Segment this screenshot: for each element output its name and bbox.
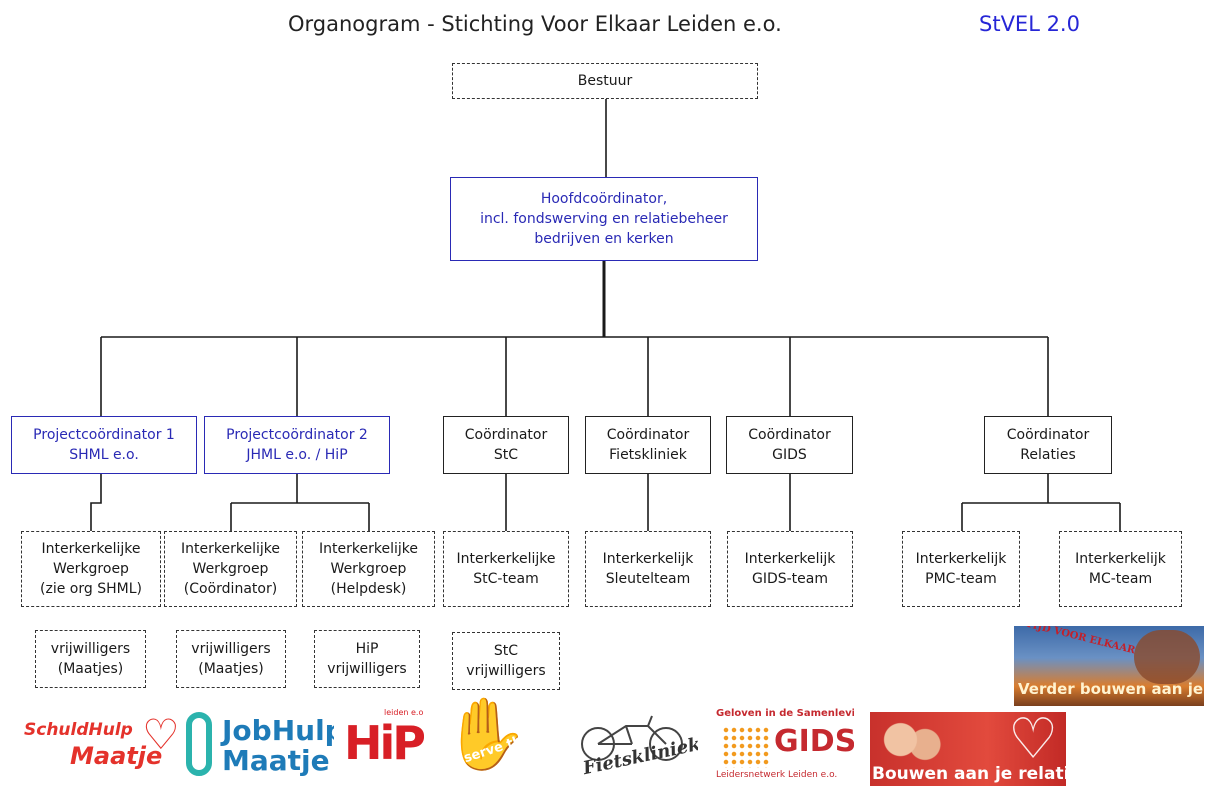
node-label: bedrijven en kerken bbox=[534, 231, 674, 247]
logo-text: Verder bouwen aan je relatie bbox=[1018, 680, 1204, 698]
node-label: StC-team bbox=[473, 571, 539, 587]
logo-text: leiden e.o. bbox=[384, 708, 424, 717]
node-label: incl. fondswerving en relatiebeheer bbox=[480, 211, 728, 227]
node-label: (Coördinator) bbox=[183, 581, 278, 597]
node-label: GIDS-team bbox=[751, 571, 828, 587]
node-label: Coördinator bbox=[748, 427, 831, 443]
logo-text: SchuldHulp bbox=[24, 720, 133, 740]
dots-icon bbox=[722, 726, 770, 768]
logo-text: Maatje bbox=[70, 742, 163, 770]
node-label: Sleutelteam bbox=[605, 571, 691, 587]
version-label: StVEL 2.0 bbox=[979, 12, 1080, 36]
node-mc-team: Interkerkelijk MC-team bbox=[1059, 531, 1182, 607]
node-label: Interkerkelijk bbox=[744, 551, 836, 567]
couple-photo bbox=[1134, 630, 1200, 684]
schuldhulpmaatje-logo: ♡ SchuldHulp Maatje bbox=[20, 712, 190, 776]
node-label: Bestuur bbox=[577, 73, 633, 89]
node-label: Projectcoördinator 1 bbox=[33, 427, 175, 443]
node-label: PMC-team bbox=[925, 571, 997, 587]
node-coordinator-relaties: Coördinator Relaties bbox=[984, 416, 1112, 474]
node-label: SHML e.o. bbox=[69, 447, 139, 463]
node-label: vrijwilligers bbox=[191, 641, 271, 657]
node-coordinator-fietskliniek: Coördinator Fietskliniek bbox=[585, 416, 711, 474]
paperclip-icon bbox=[186, 712, 212, 776]
node-label: GIDS bbox=[772, 447, 807, 463]
node-label: (Helpdesk) bbox=[330, 581, 407, 597]
heart-icon: ♡ bbox=[1008, 712, 1059, 772]
node-label: (zie org SHML) bbox=[40, 581, 142, 597]
node-label: (Maatjes) bbox=[57, 661, 124, 677]
gids-logo: Geloven in de Samenleving GIDS Leidersne… bbox=[714, 708, 854, 784]
bouwen-aan-je-relatie-logo: ♡ Bouwen aan je relatie bbox=[870, 712, 1066, 786]
node-label: Werkgroep bbox=[53, 561, 129, 577]
node-coordinator-stc: Coördinator StC bbox=[443, 416, 569, 474]
hand-icon: ✋ bbox=[442, 693, 526, 775]
node-label: (Maatjes) bbox=[198, 661, 264, 677]
tijd-voor-elkaar-logo: TIJD VOOR ELKAAR Verder bouwen aan je re… bbox=[1014, 626, 1204, 706]
node-label: JHML e.o. / HiP bbox=[246, 447, 348, 463]
node-pmc-team: Interkerkelijk PMC-team bbox=[902, 531, 1020, 607]
node-stc-vrijwilligers: StC vrijwilligers bbox=[452, 632, 560, 690]
node-projectcoordinator-2: Projectcoördinator 2 JHML e.o. / HiP bbox=[204, 416, 390, 474]
node-label: Interkerkelijk bbox=[602, 551, 694, 567]
node-werkgroep-helpdesk: Interkerkelijke Werkgroep (Helpdesk) bbox=[302, 531, 435, 607]
node-gids-team: Interkerkelijk GIDS-team bbox=[727, 531, 853, 607]
node-label: Coördinator bbox=[606, 427, 690, 443]
node-label: Interkerkelijke bbox=[456, 551, 556, 567]
node-label: Interkerkelijke bbox=[41, 541, 141, 557]
bicycle-icon bbox=[581, 715, 683, 761]
node-label: vrijwilligers bbox=[466, 663, 546, 679]
logo-text: Geloven in de Samenleving bbox=[716, 708, 854, 719]
node-label: Fietskliniek bbox=[609, 447, 687, 463]
node-label: Werkgroep bbox=[330, 561, 407, 577]
page-title: Organogram - Stichting Voor Elkaar Leide… bbox=[288, 12, 782, 36]
node-coordinator-gids: Coördinator GIDS bbox=[726, 416, 853, 474]
node-label: Hoofdcoördinator, bbox=[540, 191, 668, 207]
heart-icon: ♡ bbox=[142, 712, 180, 759]
node-label: Relaties bbox=[1020, 447, 1076, 463]
node-projectcoordinator-1: Projectcoördinator 1 SHML e.o. bbox=[11, 416, 197, 474]
fietskliniek-logo: Fietskliniek bbox=[568, 712, 698, 780]
logo-text: Maatje bbox=[222, 744, 330, 777]
node-label: Coördinator bbox=[464, 427, 548, 443]
node-label: Projectcoördinator 2 bbox=[226, 427, 368, 443]
node-vrijwilligers-maatjes-jhml: vrijwilligers (Maatjes) bbox=[176, 630, 286, 688]
node-hoofdcoordinator: Hoofdcoördinator, incl. fondswerving en … bbox=[450, 177, 758, 261]
serve-the-city-logo: ✋ serve the city bbox=[436, 688, 526, 784]
hip-logo: HiP leiden e.o. bbox=[340, 708, 424, 780]
couple-photo bbox=[876, 718, 946, 766]
logo-text: GIDS bbox=[774, 724, 854, 759]
logo-text: Bouwen aan je relatie bbox=[872, 764, 1066, 784]
logo-text: Leidersnetwerk Leiden e.o. bbox=[716, 770, 838, 780]
logo-text: JobHulp bbox=[222, 714, 334, 747]
node-label: vrijwilligers bbox=[50, 641, 131, 657]
node-label: Interkerkelijke bbox=[319, 541, 418, 557]
logo-text: TIJD VOOR ELKAAR bbox=[1024, 626, 1137, 657]
node-stc-team: Interkerkelijke StC-team bbox=[443, 531, 569, 607]
logo-text: HiP bbox=[344, 716, 424, 770]
node-label: Interkerkelijk bbox=[915, 551, 1007, 567]
jobhulpmaatje-logo: JobHulp Maatje bbox=[184, 706, 334, 782]
node-label: StC bbox=[493, 643, 519, 659]
node-label: Werkgroep bbox=[192, 561, 269, 577]
node-werkgroep-shml: Interkerkelijke Werkgroep (zie org SHML) bbox=[21, 531, 161, 607]
node-label: MC-team bbox=[1088, 571, 1153, 587]
node-label: Interkerkelijk bbox=[1075, 551, 1166, 567]
node-label: StC bbox=[493, 447, 519, 463]
node-bestuur: Bestuur bbox=[452, 63, 758, 99]
node-label: Interkerkelijke bbox=[181, 541, 280, 557]
node-werkgroep-coordinator: Interkerkelijke Werkgroep (Coördinator) bbox=[164, 531, 297, 607]
node-vrijwilligers-maatjes-shml: vrijwilligers (Maatjes) bbox=[35, 630, 146, 688]
node-label: HiP bbox=[355, 641, 379, 657]
node-label: vrijwilligers bbox=[327, 661, 407, 677]
node-hip-vrijwilligers: HiP vrijwilligers bbox=[314, 630, 420, 688]
node-label: Coördinator bbox=[1006, 427, 1090, 443]
node-sleutelteam: Interkerkelijk Sleutelteam bbox=[585, 531, 711, 607]
